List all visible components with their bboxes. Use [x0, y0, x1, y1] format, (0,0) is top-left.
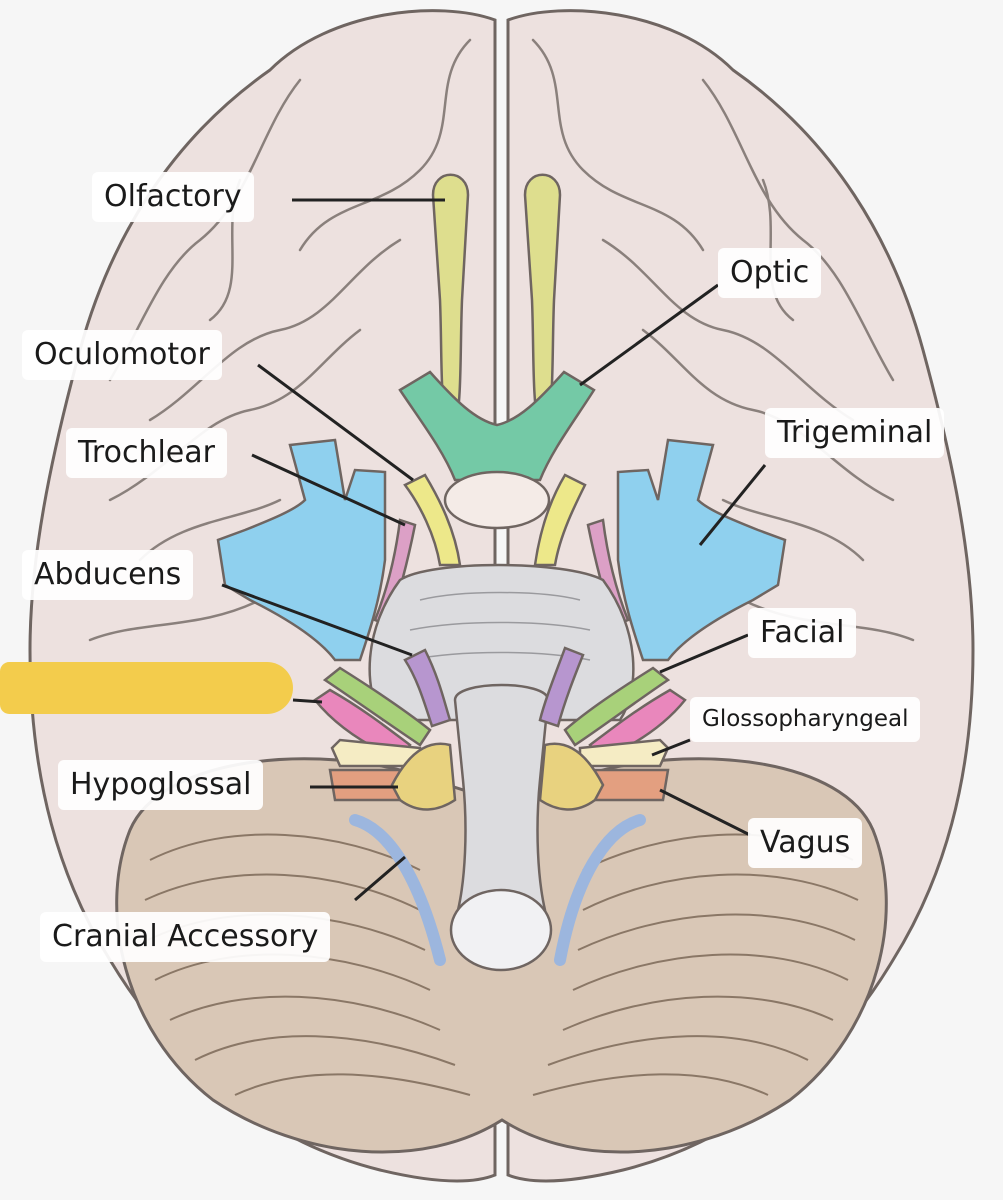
spinal-cord — [449, 888, 553, 972]
olfactory-bulb-left — [431, 173, 470, 432]
label-olfactory: Olfactory — [92, 172, 254, 222]
pituitary-stalk — [443, 470, 551, 530]
accessory-nerve-right — [554, 814, 646, 966]
label-oculomotor: Oculomotor — [22, 330, 222, 380]
facial-nerve-right — [563, 666, 671, 747]
leader-lines — [221, 198, 767, 902]
label-cranial-accessory: Cranial Accessory — [40, 912, 331, 962]
label-glossopharyngeal: Glossopharyngeal — [690, 697, 921, 742]
label-trochlear: Trochlear — [66, 428, 227, 478]
label-hypoglossal: Hypoglossal — [58, 760, 264, 810]
abducens-nerve-right — [538, 646, 585, 728]
label-abducens: Abducens — [22, 550, 194, 600]
hypoglossal-nerve-right — [538, 742, 605, 811]
label-facial: Facial — [748, 608, 857, 658]
trigeminal-nerve-left — [216, 438, 387, 662]
label-trigeminal: Trigeminal — [765, 408, 945, 458]
accessory-nerve-left — [349, 814, 446, 966]
oculomotor-nerve-left — [403, 473, 462, 567]
gyri-lines — [88, 38, 915, 642]
highlighter-mark — [0, 662, 293, 714]
facial-nerve-left — [322, 666, 432, 747]
hypoglossal-nerve-left — [390, 742, 457, 811]
trigeminal-nerve-right — [616, 438, 787, 662]
label-optic: Optic — [718, 248, 822, 298]
label-vagus: Vagus — [748, 818, 863, 868]
optic-chiasm — [398, 370, 596, 482]
abducens-nerve-left — [403, 648, 452, 728]
